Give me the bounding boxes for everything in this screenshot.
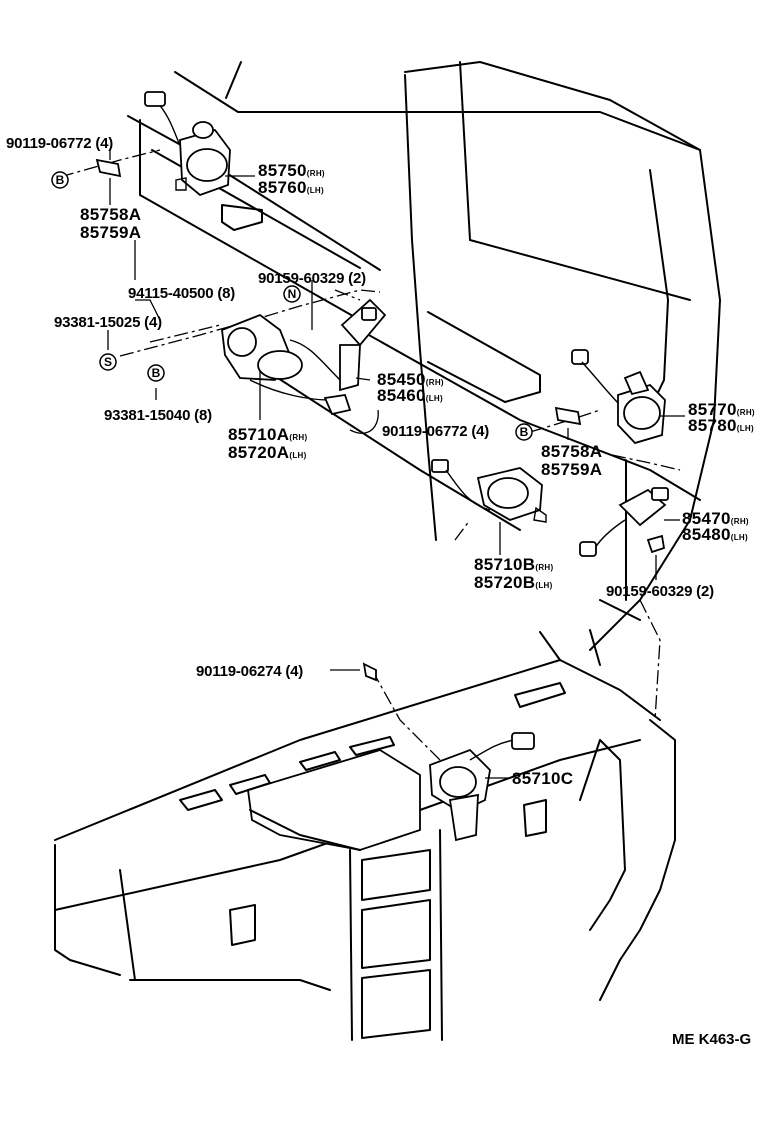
pump-85470 xyxy=(579,487,669,557)
label-94115-40500: 94115-40500 (8) xyxy=(128,285,235,302)
label-85780: 85780(LH) xyxy=(688,416,754,435)
label-85710a: 85710A(RH) xyxy=(228,425,307,444)
label-90119-06772-top: 90119-06772 (4) xyxy=(6,135,113,152)
label-85770: 85770(RH) xyxy=(688,400,755,419)
symbol-s: S xyxy=(99,353,117,371)
pump-85450 xyxy=(339,298,387,392)
svg-text:S: S xyxy=(104,355,112,369)
motor-85710c xyxy=(429,732,535,842)
label-90159-60329-top: 90159-60329 (2) xyxy=(258,270,366,287)
lower-body-outline xyxy=(54,629,676,1041)
label-85470: 85470(RH) xyxy=(682,509,749,528)
label-85460: 85460(LH) xyxy=(377,386,443,405)
label-85758a-left: 85758A xyxy=(80,205,141,224)
label-85760: 85760(LH) xyxy=(258,178,324,197)
label-85750: 85750(RH) xyxy=(258,161,325,180)
svg-text:N: N xyxy=(288,287,297,301)
label-85710b: 85710B(RH) xyxy=(474,555,553,574)
symbol-b-right: B xyxy=(515,423,533,441)
diagram-code: ME K463-G xyxy=(672,1031,751,1048)
svg-text:B: B xyxy=(520,425,529,439)
label-85480: 85480(LH) xyxy=(682,525,748,544)
label-90119-06772-mid: 90119-06772 (4) xyxy=(382,423,489,440)
label-85720b: 85720B(LH) xyxy=(474,573,553,592)
motor-85770 xyxy=(571,349,666,445)
label-85710c: 85710C xyxy=(512,769,573,788)
assembly-lines xyxy=(59,149,681,761)
symbol-b-left: B xyxy=(147,364,165,382)
motor-85710b xyxy=(431,459,547,523)
svg-text:B: B xyxy=(152,366,161,380)
leader-lines xyxy=(107,150,685,779)
label-90119-06274: 90119-06274 (4) xyxy=(196,663,303,680)
label-85759a-left: 85759A xyxy=(80,223,141,242)
label-93381-15040: 93381-15040 (8) xyxy=(104,407,212,424)
label-85720a: 85720A(LH) xyxy=(228,443,307,462)
label-93381-15025: 93381-15025 (4) xyxy=(54,314,162,331)
part-labels: 90119-06772 (4) 85750(RH) 85760(LH) 8575… xyxy=(6,135,755,1048)
motor-85710a xyxy=(221,313,352,416)
label-85450: 85450(RH) xyxy=(377,370,444,389)
label-85758a-right: 85758A xyxy=(541,442,602,461)
label-90159-60329-bottom: 90159-60329 (2) xyxy=(606,583,714,600)
svg-text:B: B xyxy=(56,173,65,187)
bolt-90119-06274 xyxy=(362,662,377,682)
bracket-85758a-right xyxy=(554,406,582,426)
motor-85750 xyxy=(144,91,231,197)
symbol-n: N xyxy=(283,285,301,303)
bracket-85758a-left xyxy=(95,158,122,178)
label-85759a-right: 85759A xyxy=(541,460,602,479)
symbol-b-top: B xyxy=(51,171,69,189)
